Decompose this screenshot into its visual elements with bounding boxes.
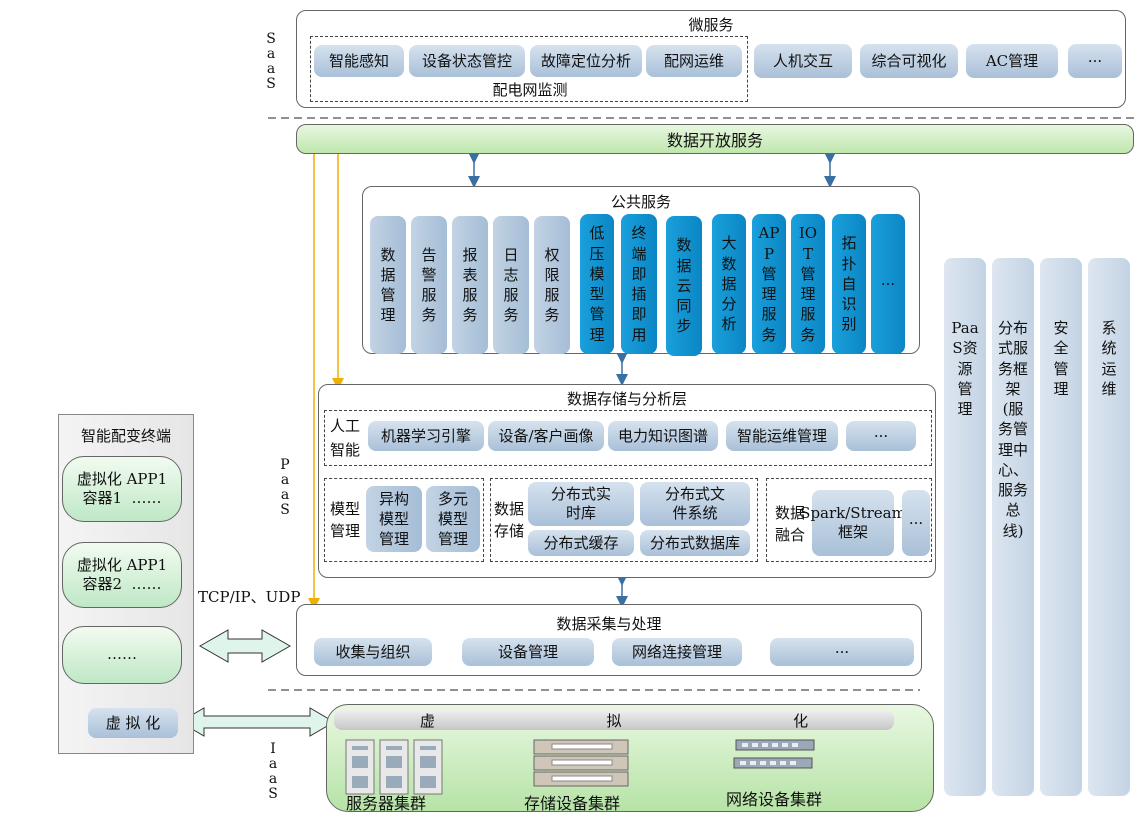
collect-item: 收集与组织 <box>314 638 432 666</box>
monitor-group <box>310 36 748 102</box>
collect-title: 数据采集与处理 <box>556 615 662 633</box>
public-service-item: 报表服务 <box>452 216 488 354</box>
model-group <box>324 478 484 562</box>
fusion-group <box>766 478 932 562</box>
micro-item: 设备状态管控 <box>409 45 525 77</box>
terminal-virtualization: 虚 拟 化 <box>88 708 178 738</box>
store-group <box>490 478 758 562</box>
store-item: 分布式缓存 <box>528 530 634 556</box>
side-paas-resource: PaaS资源管理 <box>944 258 986 796</box>
layer-label-iaas: IaaS <box>268 741 278 802</box>
iaas-bar-char: 拟 <box>606 711 622 730</box>
container-1: 虚拟化 APP1 容器1 …… <box>62 456 182 522</box>
container-2: 虚拟化 APP1 容器2 …… <box>62 542 182 608</box>
ai-item: 设备/客户画像 <box>488 421 604 451</box>
micro-item: AC管理 <box>966 44 1058 78</box>
micro-item: 人机交互 <box>754 44 852 78</box>
iaas-bar-char: 虚 <box>419 711 435 730</box>
micro-item: 故障定位分析 <box>530 45 642 77</box>
public-service-item: 低压模型管理 <box>580 214 614 354</box>
public-service-item: ··· <box>871 214 905 354</box>
public-service-item: 权限服务 <box>534 216 570 354</box>
storage-cluster-icon <box>533 739 629 787</box>
store-item: 分布式实时库 <box>528 482 634 526</box>
iaas-item: 存储设备集群 <box>524 794 621 813</box>
micro-item: ··· <box>1068 44 1122 78</box>
network-cluster-icon <box>733 739 815 769</box>
collect-item: 设备管理 <box>462 638 594 666</box>
public-service-item: 数据云同步 <box>666 216 702 356</box>
side-distributed-framework: 分布式服务框架(服务管理中心、服务总线) <box>992 258 1034 796</box>
public-service-item: 拓扑自识别 <box>832 214 866 354</box>
model-item: 多元模型管理 <box>426 486 480 552</box>
ai-item: 智能运维管理 <box>726 421 838 451</box>
storage-title: 数据存储与分析层 <box>566 390 687 408</box>
side-operations: 系统运维 <box>1088 258 1130 796</box>
fusion-label: 数据融合 <box>774 504 805 544</box>
layer-label-saas: SaaS <box>266 31 276 92</box>
open-data-service-bar: 数据开放服务 <box>296 124 1134 154</box>
micro-item: 综合可视化 <box>860 44 958 78</box>
side-security: 安全管理 <box>1040 258 1082 796</box>
public-service-item: IOT管理服务 <box>791 214 825 354</box>
ai-label: 人工智能 <box>329 417 360 459</box>
store-item: 分布式文件系统 <box>640 482 750 526</box>
store-item: 分布式数据库 <box>640 530 750 556</box>
micro-item: 配网运维 <box>646 45 742 77</box>
public-service-item: 告警服务 <box>411 216 447 354</box>
iaas-item: 网络设备集群 <box>726 790 823 809</box>
public-service-item: 终端即插即用 <box>621 214 657 354</box>
tcp-label: TCP/IP、UDP <box>198 588 301 606</box>
virt-double-arrow <box>179 707 335 737</box>
iaas-bar-char: 化 <box>793 711 809 730</box>
ai-item: 机器学习引擎 <box>368 421 484 451</box>
monitor-group-label: 配电网监测 <box>492 81 568 99</box>
container-more: …… <box>62 626 182 684</box>
public-title: 公共服务 <box>610 193 671 211</box>
collect-item: ··· <box>770 638 914 666</box>
iaas-virtualization-bar: 虚 拟 化 <box>334 710 894 730</box>
fusion-item: Spark/Stream框架 <box>800 490 906 556</box>
public-service-item: APP管理服务 <box>752 214 786 354</box>
public-service-item: 日志服务 <box>493 216 529 354</box>
model-item: 异构模型管理 <box>366 486 422 552</box>
layer-label-paas: PaaS <box>280 457 290 518</box>
ai-group <box>324 410 932 466</box>
micro-item: 智能感知 <box>314 45 404 77</box>
public-service-item: 大数据分析 <box>712 214 746 354</box>
ai-item: 电力知识图谱 <box>608 421 718 451</box>
collect-item: 网络连接管理 <box>612 638 742 666</box>
store-label: 数据存储 <box>493 500 524 540</box>
terminal-title: 智能配变终端 <box>80 427 171 445</box>
model-label: 模型管理 <box>329 500 360 540</box>
fusion-more: ··· <box>902 490 930 556</box>
micro-title: 微服务 <box>688 16 734 34</box>
tcp-double-arrow <box>198 629 292 663</box>
ai-item: ··· <box>846 421 916 451</box>
public-service-item: 数据管理 <box>370 216 406 354</box>
iaas-item: 服务器集群 <box>346 794 427 813</box>
server-cluster-icon <box>345 739 443 795</box>
